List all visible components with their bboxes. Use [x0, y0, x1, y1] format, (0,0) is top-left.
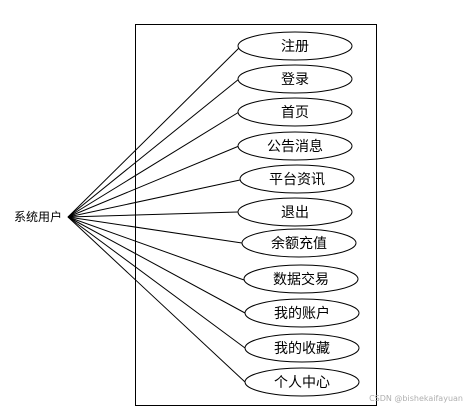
use-case-data-trading[interactable]: 数据交易 [243, 264, 359, 294]
use-case-label: 退出 [281, 205, 309, 221]
use-case-login[interactable]: 登录 [237, 64, 353, 94]
association-line-my-account [67, 216, 246, 314]
use-case-platform-news[interactable]: 平台资讯 [239, 164, 355, 194]
use-case-ellipse [244, 367, 360, 397]
use-case-announcements[interactable]: 公告消息 [237, 131, 353, 161]
use-case-ellipse [237, 64, 353, 94]
use-case-home[interactable]: 首页 [237, 97, 353, 127]
use-case-my-favorites[interactable]: 我的收藏 [244, 333, 360, 363]
use-case-ellipse [241, 228, 357, 258]
use-case-label: 个人中心 [274, 375, 330, 391]
association-line-balance-recharge [67, 216, 243, 244]
use-case-label: 注册 [281, 39, 309, 55]
use-case-balance-recharge[interactable]: 余额充值 [241, 228, 357, 258]
association-lines [67, 47, 246, 383]
actor-label: 系统用户 [14, 209, 62, 224]
use-case-label: 登录 [281, 72, 309, 88]
use-case-ellipse [237, 197, 353, 227]
association-line-personal-center [67, 216, 246, 383]
use-case-ellipse [239, 164, 355, 194]
association-line-home [67, 111, 240, 218]
use-case-ellipse [237, 31, 353, 61]
use-case-ellipse [244, 333, 360, 363]
use-case-personal-center[interactable]: 个人中心 [244, 367, 360, 397]
association-line-login [67, 78, 240, 218]
use-case-ellipse [243, 264, 359, 294]
use-case-label: 我的账户 [274, 305, 330, 322]
use-case-ellipse [237, 131, 353, 161]
use-case-label: 平台资讯 [269, 172, 325, 188]
use-case-my-account[interactable]: 我的账户 [244, 298, 360, 328]
association-line-my-favorites [67, 216, 246, 349]
use-case-label: 我的收藏 [274, 341, 330, 357]
use-case-label: 公告消息 [267, 138, 323, 155]
association-line-data-trading [67, 216, 245, 281]
use-case-label: 数据交易 [273, 271, 329, 288]
association-line-platform-news [67, 179, 241, 218]
use-case-label: 首页 [281, 105, 309, 121]
use-case-label: 余额充值 [271, 235, 327, 252]
association-line-register [67, 47, 240, 218]
use-case-register[interactable]: 注册 [237, 31, 353, 61]
use-case-logout[interactable]: 退出 [237, 197, 353, 227]
use-case-ellipse [237, 97, 353, 127]
watermark: CSDN @bishekaifayuan [369, 394, 463, 403]
use-case-ellipse [244, 298, 360, 328]
association-line-logout [67, 211, 239, 218]
association-line-announcements [67, 145, 240, 218]
